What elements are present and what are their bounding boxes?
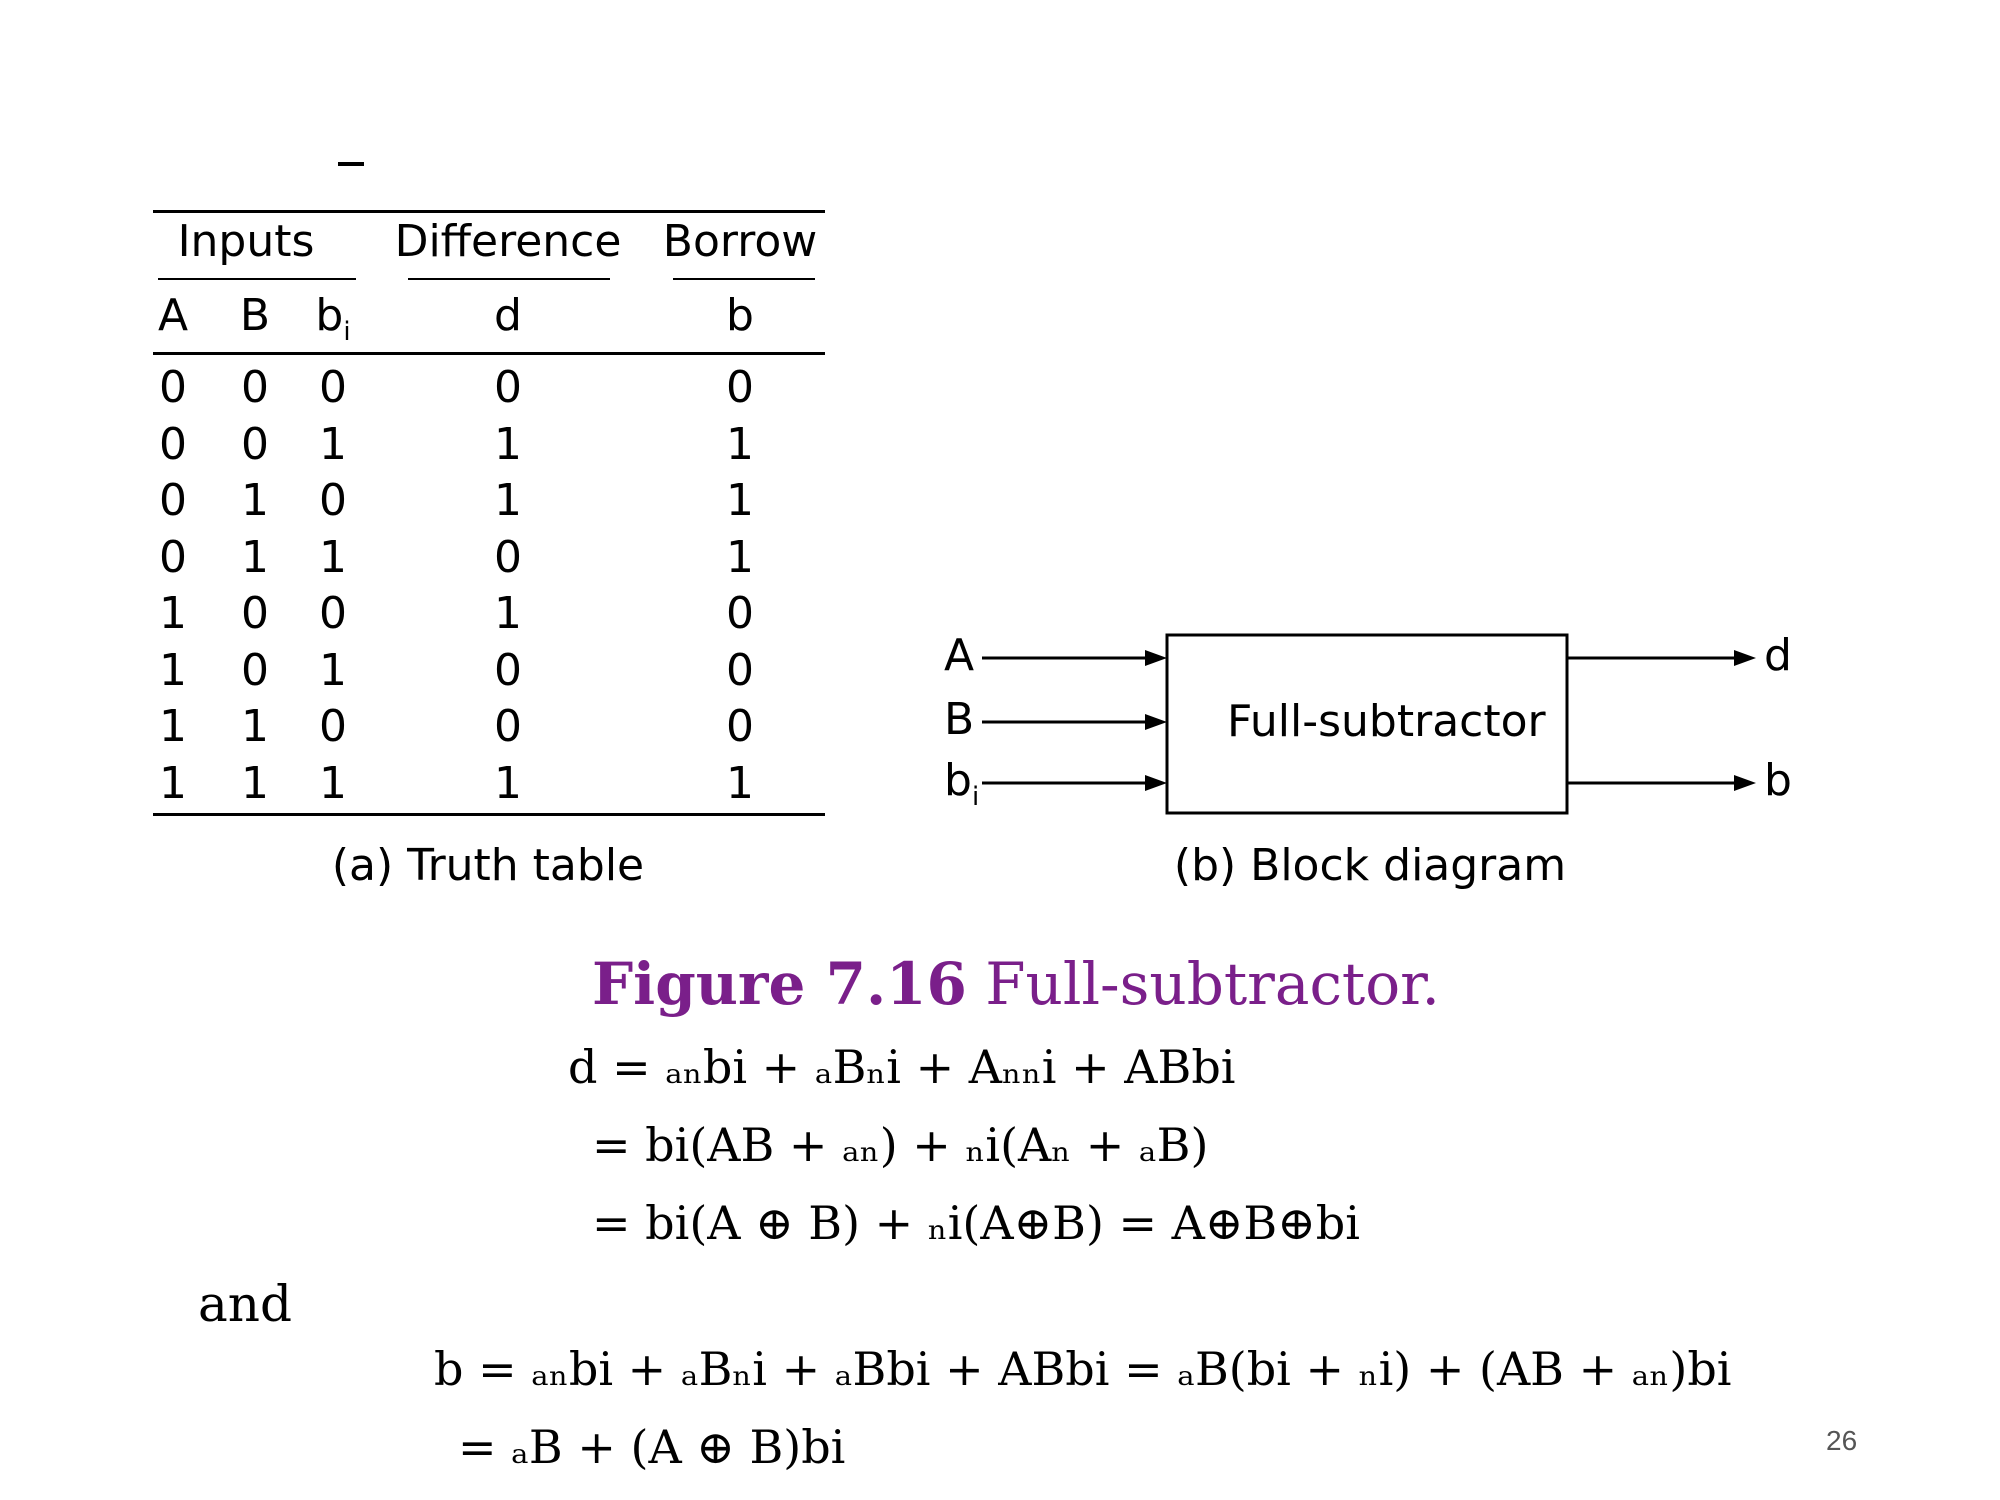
figure-number: Figure 7.16	[592, 950, 967, 1018]
table-cell-a: 1	[159, 588, 187, 639]
table-cell-b: 1	[241, 757, 269, 809]
table-bottom-rule	[153, 813, 825, 816]
table-cell-d: 0	[494, 362, 522, 413]
table-cell-a: 0	[159, 475, 187, 526]
table-cell-d: 0	[494, 701, 522, 752]
table-top-rule	[153, 210, 825, 213]
table-cell-d: 1	[494, 418, 522, 470]
block-diagram-caption: (b) Block diagram	[1173, 840, 1567, 891]
table-cell-borrow: 1	[726, 418, 754, 470]
table-cell-bi: 1	[319, 531, 347, 583]
table-cell-d: 0	[494, 531, 522, 583]
block-diagram: A B bi Full-subtractor d b	[940, 620, 1800, 830]
figure-title: Figure 7.16 Full-subtractor.	[592, 950, 1440, 1018]
table-cell-bi: 1	[319, 418, 347, 470]
table-cell-bi: 0	[319, 475, 347, 526]
table-cell-d: 1	[494, 588, 522, 639]
table-cell-b: 1	[241, 475, 269, 526]
table-cell-bi: 1	[319, 757, 347, 809]
input-a-label: A	[944, 630, 975, 681]
block-diagram-lines	[982, 633, 1756, 815]
col-header-a: A	[157, 290, 189, 341]
table-cell-borrow: 1	[726, 531, 754, 583]
output-b-label: b	[1764, 755, 1792, 806]
equation-d-line-3: = bi(A ⊕ B) + ₙi(A⊕B) = A⊕B⊕bi	[592, 1196, 1360, 1250]
input-a-arrow-icon	[1145, 650, 1167, 666]
table-cell-b: 1	[241, 701, 269, 752]
full-subtractor-box	[1165, 633, 1569, 815]
table-cell-bi: 0	[319, 701, 347, 752]
inputs-group-header: Inputs	[177, 216, 315, 267]
col-header-d: d	[494, 290, 522, 341]
equation-b-line-2: = ₐB + (A ⊕ B)bi	[458, 1420, 846, 1474]
table-cell-b: 0	[241, 644, 269, 696]
full-subtractor-label: Full-subtractor	[1227, 696, 1546, 747]
table-cell-b: 0	[241, 588, 269, 639]
table-cell-a: 0	[159, 362, 187, 413]
table-cell-d: 1	[494, 475, 522, 526]
table-cell-a: 0	[159, 418, 187, 470]
equation-d-line-2: = bi(AB + ₐₙ) + ₙi(Aₙ + ₐB)	[592, 1118, 1209, 1172]
table-cell-d: 1	[494, 757, 522, 809]
table-header-rule	[153, 352, 825, 355]
table-cell-a: 1	[159, 757, 187, 809]
table-cell-a: 1	[159, 644, 187, 696]
table-cell-bi: 0	[319, 362, 347, 413]
table-cell-d: 0	[494, 644, 522, 696]
table-cell-borrow: 1	[726, 475, 754, 526]
page-number: 26	[1826, 1425, 1858, 1456]
output-d-label: d	[1764, 630, 1792, 681]
borrow-group-rule	[673, 278, 815, 280]
output-d-arrow-icon	[1734, 650, 1756, 666]
table-cell-a: 1	[159, 701, 187, 752]
inputs-group-rule	[158, 278, 356, 280]
difference-group-header: Difference	[394, 216, 622, 267]
col-header-b: B	[239, 290, 271, 341]
table-cell-borrow: 1	[726, 757, 754, 809]
table-cell-bi: 1	[319, 644, 347, 696]
and-connector: and	[198, 1275, 293, 1333]
output-b-arrow-icon	[1734, 775, 1756, 791]
input-b-label: B	[944, 694, 975, 745]
figure-title-text: Full-subtractor.	[966, 950, 1440, 1018]
truth-table-caption: (a) Truth table	[331, 840, 645, 891]
borrow-group-header: Borrow	[662, 216, 818, 267]
table-cell-borrow: 0	[726, 588, 754, 639]
equation-d-line-1: d = ₐₙbi + ₐBₙi + Aₙₙi + ABbi	[568, 1040, 1236, 1094]
col-header-bi: bi	[315, 290, 351, 347]
input-bi-arrow-icon	[1145, 775, 1167, 791]
stray-dash-mark	[338, 162, 364, 166]
table-cell-bi: 0	[319, 588, 347, 639]
table-cell-borrow: 0	[726, 644, 754, 696]
table-cell-borrow: 0	[726, 362, 754, 413]
table-cell-b: 0	[241, 418, 269, 470]
table-cell-b: 0	[241, 362, 269, 413]
input-bi-label: bi	[944, 755, 980, 812]
table-cell-b: 1	[241, 531, 269, 583]
table-cell-borrow: 0	[726, 701, 754, 752]
equation-b-line-1: b = ₐₙbi + ₐBₙi + ₐBbi + ABbi = ₐB(bi + …	[434, 1342, 1732, 1396]
difference-group-rule	[408, 278, 610, 280]
col-header-borrow: b	[726, 290, 754, 341]
input-b-arrow-icon	[1145, 714, 1167, 730]
table-cell-a: 0	[159, 531, 187, 583]
